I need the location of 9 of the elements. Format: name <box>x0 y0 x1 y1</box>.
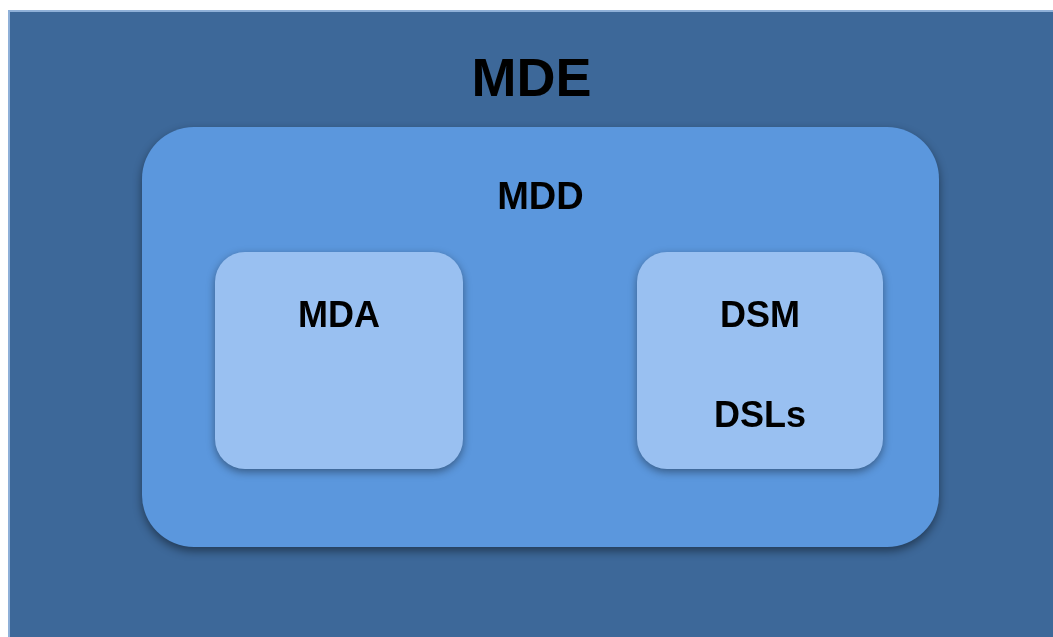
box-label: MDD <box>496 177 585 215</box>
box-label: MDA <box>297 297 381 333</box>
box-label: MDE <box>470 50 593 104</box>
box-label: DSLs <box>713 397 807 433</box>
box-label: DSM <box>719 297 801 333</box>
rounded-box <box>8 10 1053 637</box>
rounded-box <box>142 127 939 547</box>
rounded-box <box>215 252 463 469</box>
rounded-box <box>637 252 883 469</box>
